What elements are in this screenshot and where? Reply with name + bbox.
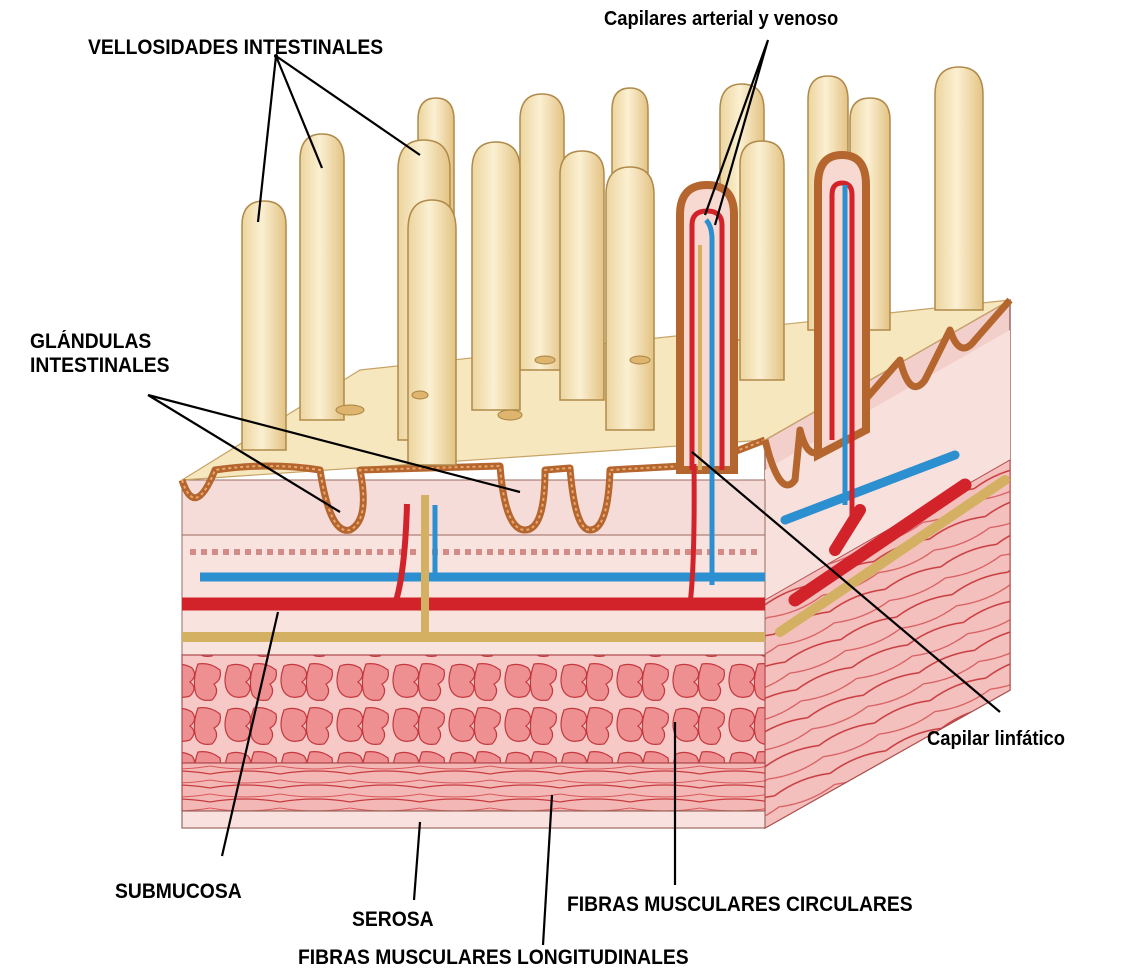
leader-serosa — [414, 822, 420, 900]
villus — [740, 141, 784, 380]
villus — [935, 67, 983, 310]
villus — [300, 134, 344, 420]
label-submucosa: SUBMUCOSA — [115, 880, 242, 904]
label-capilar-linfatico: Capilar linfático — [927, 728, 1065, 751]
front-serosa — [182, 811, 765, 828]
villus — [560, 151, 604, 400]
villus — [606, 167, 654, 430]
villus — [242, 201, 286, 450]
front-longitudinal-muscle — [182, 763, 765, 811]
front-mucosa — [182, 480, 765, 535]
villus — [408, 200, 456, 465]
label-fibras-musculares-longitudinales: FIBRAS MUSCULARES LONGITUDINALES — [298, 946, 689, 970]
label-glandulas-line2: INTESTINALES — [30, 354, 170, 378]
front-circular-muscle — [182, 655, 765, 763]
villus — [520, 94, 564, 370]
villus — [472, 142, 520, 410]
label-fibras-musculares-circulares: FIBRAS MUSCULARES CIRCULARES — [567, 893, 913, 917]
label-vellosidades-intestinales: VELLOSIDADES INTESTINALES — [88, 36, 383, 60]
label-glandulas-intestinales: GLÁNDULAS INTESTINALES — [30, 330, 170, 378]
label-serosa: SEROSA — [352, 908, 434, 932]
label-glandulas-line1: GLÁNDULAS — [30, 330, 170, 354]
label-capilares-arterial-venoso: Capilares arterial y venoso — [604, 8, 838, 31]
